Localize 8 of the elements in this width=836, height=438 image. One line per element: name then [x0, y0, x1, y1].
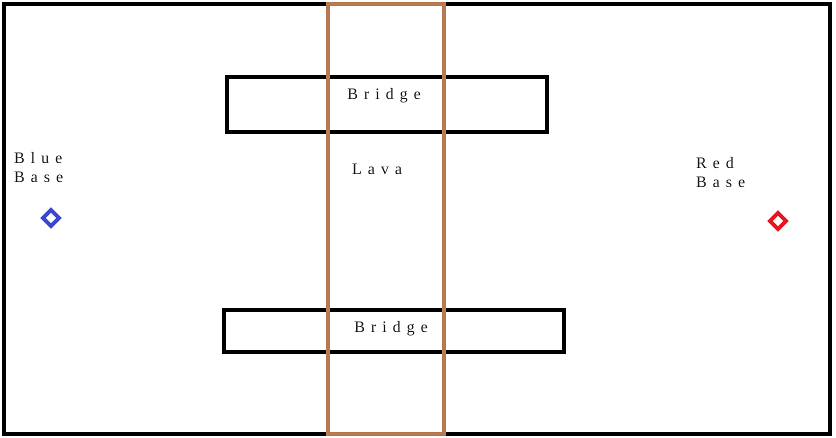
bridge-box — [225, 75, 549, 134]
bridge-label: Bridge — [354, 318, 434, 337]
area-label: Lava — [352, 160, 408, 179]
base-label: Blue Base — [14, 149, 70, 187]
base-label: Red Base — [696, 154, 752, 192]
bridge-label: Bridge — [347, 85, 427, 104]
lava-strip — [326, 2, 446, 436]
bridge-box — [222, 308, 566, 354]
